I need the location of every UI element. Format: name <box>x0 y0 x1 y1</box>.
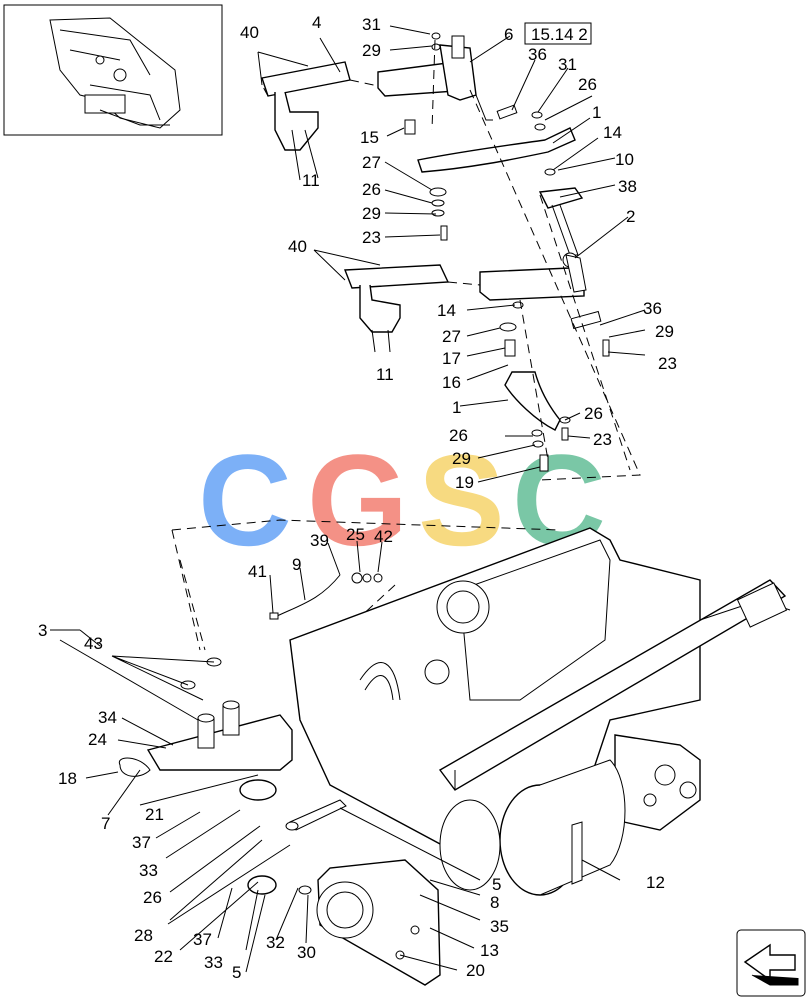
callout-label: 4 <box>312 13 321 32</box>
callout-label: 29 <box>362 204 381 223</box>
callout-label: 5 <box>232 963 241 982</box>
callout-label: 20 <box>466 961 485 980</box>
callout-label: 23 <box>362 228 381 247</box>
callout-label: 41 <box>248 562 267 581</box>
callout-label: 11 <box>376 365 394 384</box>
orientation-arrow-icon <box>736 929 806 997</box>
callout-label: 26 <box>449 426 468 445</box>
callout-label: 15 <box>360 128 379 147</box>
callout-label: 13 <box>480 941 499 960</box>
callout-label: 29 <box>362 41 381 60</box>
callout-label: 40 <box>240 23 259 42</box>
callout-label: 12 <box>646 873 665 892</box>
callout-label: 28 <box>134 926 153 945</box>
watermark-letter-1: C <box>198 427 292 573</box>
callout-label: 1 <box>452 398 461 417</box>
callout-label: 26 <box>362 180 381 199</box>
callout-label: 1 <box>592 103 601 122</box>
callout-label: 30 <box>297 943 316 962</box>
callout-label: 35 <box>490 917 509 936</box>
callout-label: 25 <box>346 525 365 544</box>
callout-label: 3 <box>38 621 47 640</box>
callout-label: 42 <box>374 527 393 546</box>
callout-label: 23 <box>658 354 677 373</box>
callout-label: 31 <box>362 15 381 34</box>
pivot-bracket <box>118 572 383 895</box>
callout-label: 7 <box>101 814 110 833</box>
callout-label: 18 <box>58 769 77 788</box>
callout-label: 26 <box>584 404 603 423</box>
callout-label: 37 <box>193 930 212 949</box>
callout-label: 26 <box>143 888 162 907</box>
callout-label: 32 <box>266 933 285 952</box>
callout-label: 9 <box>292 555 301 574</box>
callout-label: 22 <box>154 947 173 966</box>
callout-label: 10 <box>615 150 634 169</box>
callout-label: 11 <box>302 171 320 190</box>
callout-label: 2 <box>626 207 635 226</box>
callout-label: 31 <box>558 55 577 74</box>
callout-label: 14 <box>603 123 622 142</box>
callout-label: 23 <box>593 430 612 449</box>
callout-label: 27 <box>362 153 381 172</box>
callout-label: 5 <box>492 875 501 894</box>
callout-label: 43 <box>84 634 103 653</box>
callout-label: 29 <box>655 322 674 341</box>
alignment-lines <box>171 39 641 651</box>
callout-label: 8 <box>490 893 499 912</box>
upper-bracket-assembly <box>261 32 610 472</box>
callout-label: 36 <box>528 45 547 64</box>
ref-box-label: 15.14 2 <box>531 25 588 44</box>
callout-label: 34 <box>98 708 117 727</box>
callout-label: 26 <box>578 75 597 94</box>
callout-label: 24 <box>88 730 107 749</box>
ref-box: 15.14 2 <box>524 22 592 45</box>
watermark-letter-3: S <box>418 427 505 573</box>
callout-label: 33 <box>204 953 223 972</box>
callout-label: 21 <box>145 805 164 824</box>
callout-label: 33 <box>139 861 158 880</box>
callout-label: 27 <box>442 327 461 346</box>
main-frame <box>285 527 791 986</box>
leader-lines <box>50 25 646 973</box>
callout-label: 38 <box>618 177 637 196</box>
callouts: 40 4 31 29 6 36 31 26 1 14 10 38 15 27 2… <box>38 13 677 982</box>
callout-label: 36 <box>643 299 662 318</box>
callout-label: 29 <box>452 449 471 468</box>
overview-thumbnail <box>3 4 223 136</box>
callout-label: 19 <box>455 473 474 492</box>
callout-label: 39 <box>310 531 329 550</box>
callout-label: 14 <box>437 301 456 320</box>
callout-label: 6 <box>504 25 513 44</box>
callout-label: 16 <box>442 373 461 392</box>
callout-label: 40 <box>288 237 307 256</box>
callout-label: 37 <box>132 833 151 852</box>
callout-label: 17 <box>442 349 461 368</box>
